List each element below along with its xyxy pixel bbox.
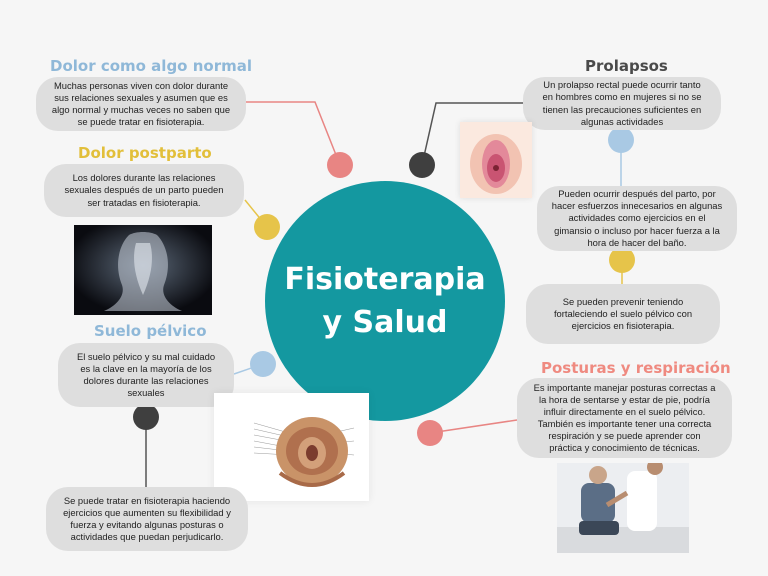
title-posturas: Posturas y respiración — [541, 359, 731, 377]
prolapse-image — [460, 122, 532, 198]
connector-posturas — [429, 419, 518, 434]
node-suelo-pelvico — [250, 351, 276, 377]
central-title-line2: y Salud — [322, 305, 448, 340]
title-suelo-pelvico: Suelo pélvico — [94, 322, 207, 340]
node-dolor-postparto — [254, 214, 280, 240]
node-posturas — [417, 420, 443, 446]
bubble-dolor-normal: Muchas personas viven con dolor durante … — [36, 77, 246, 131]
central-topic: Fisioterapia y Salud — [265, 181, 505, 421]
bubble-tratamiento: Se puede tratar en fisioterapia haciendo… — [46, 487, 248, 551]
node-prevencion — [609, 247, 635, 273]
bubble-suelo-pelvico: El suelo pélvico y su mal cuidado es la … — [58, 343, 234, 407]
node-causas — [608, 127, 634, 153]
central-title-line1: Fisioterapia — [284, 261, 486, 297]
connector-dolor-normal — [246, 101, 341, 166]
anatomy-image — [214, 393, 369, 501]
title-dolor-postparto: Dolor postparto — [78, 144, 212, 162]
figure-pain-image — [74, 225, 212, 315]
connector-prolapsos — [421, 102, 523, 166]
bubble-prolapsos-prevencion: Se pueden prevenir teniendo fortaleciend… — [526, 284, 720, 344]
posture-image — [557, 463, 689, 553]
bubble-prolapsos: Un prolapso rectal puede ocurrir tanto e… — [523, 77, 721, 130]
title-dolor-normal: Dolor como algo normal — [50, 57, 252, 75]
node-tratamiento — [133, 404, 159, 430]
title-prolapsos: Prolapsos — [585, 57, 668, 75]
node-dolor-normal — [327, 152, 353, 178]
bubble-dolor-postparto: Los dolores durante las relaciones sexua… — [44, 164, 244, 217]
bubble-posturas: Es importante manejar posturas correctas… — [517, 378, 732, 458]
bubble-prolapsos-causas: Pueden ocurrir después del parto, por ha… — [537, 186, 737, 251]
node-prolapsos — [409, 152, 435, 178]
